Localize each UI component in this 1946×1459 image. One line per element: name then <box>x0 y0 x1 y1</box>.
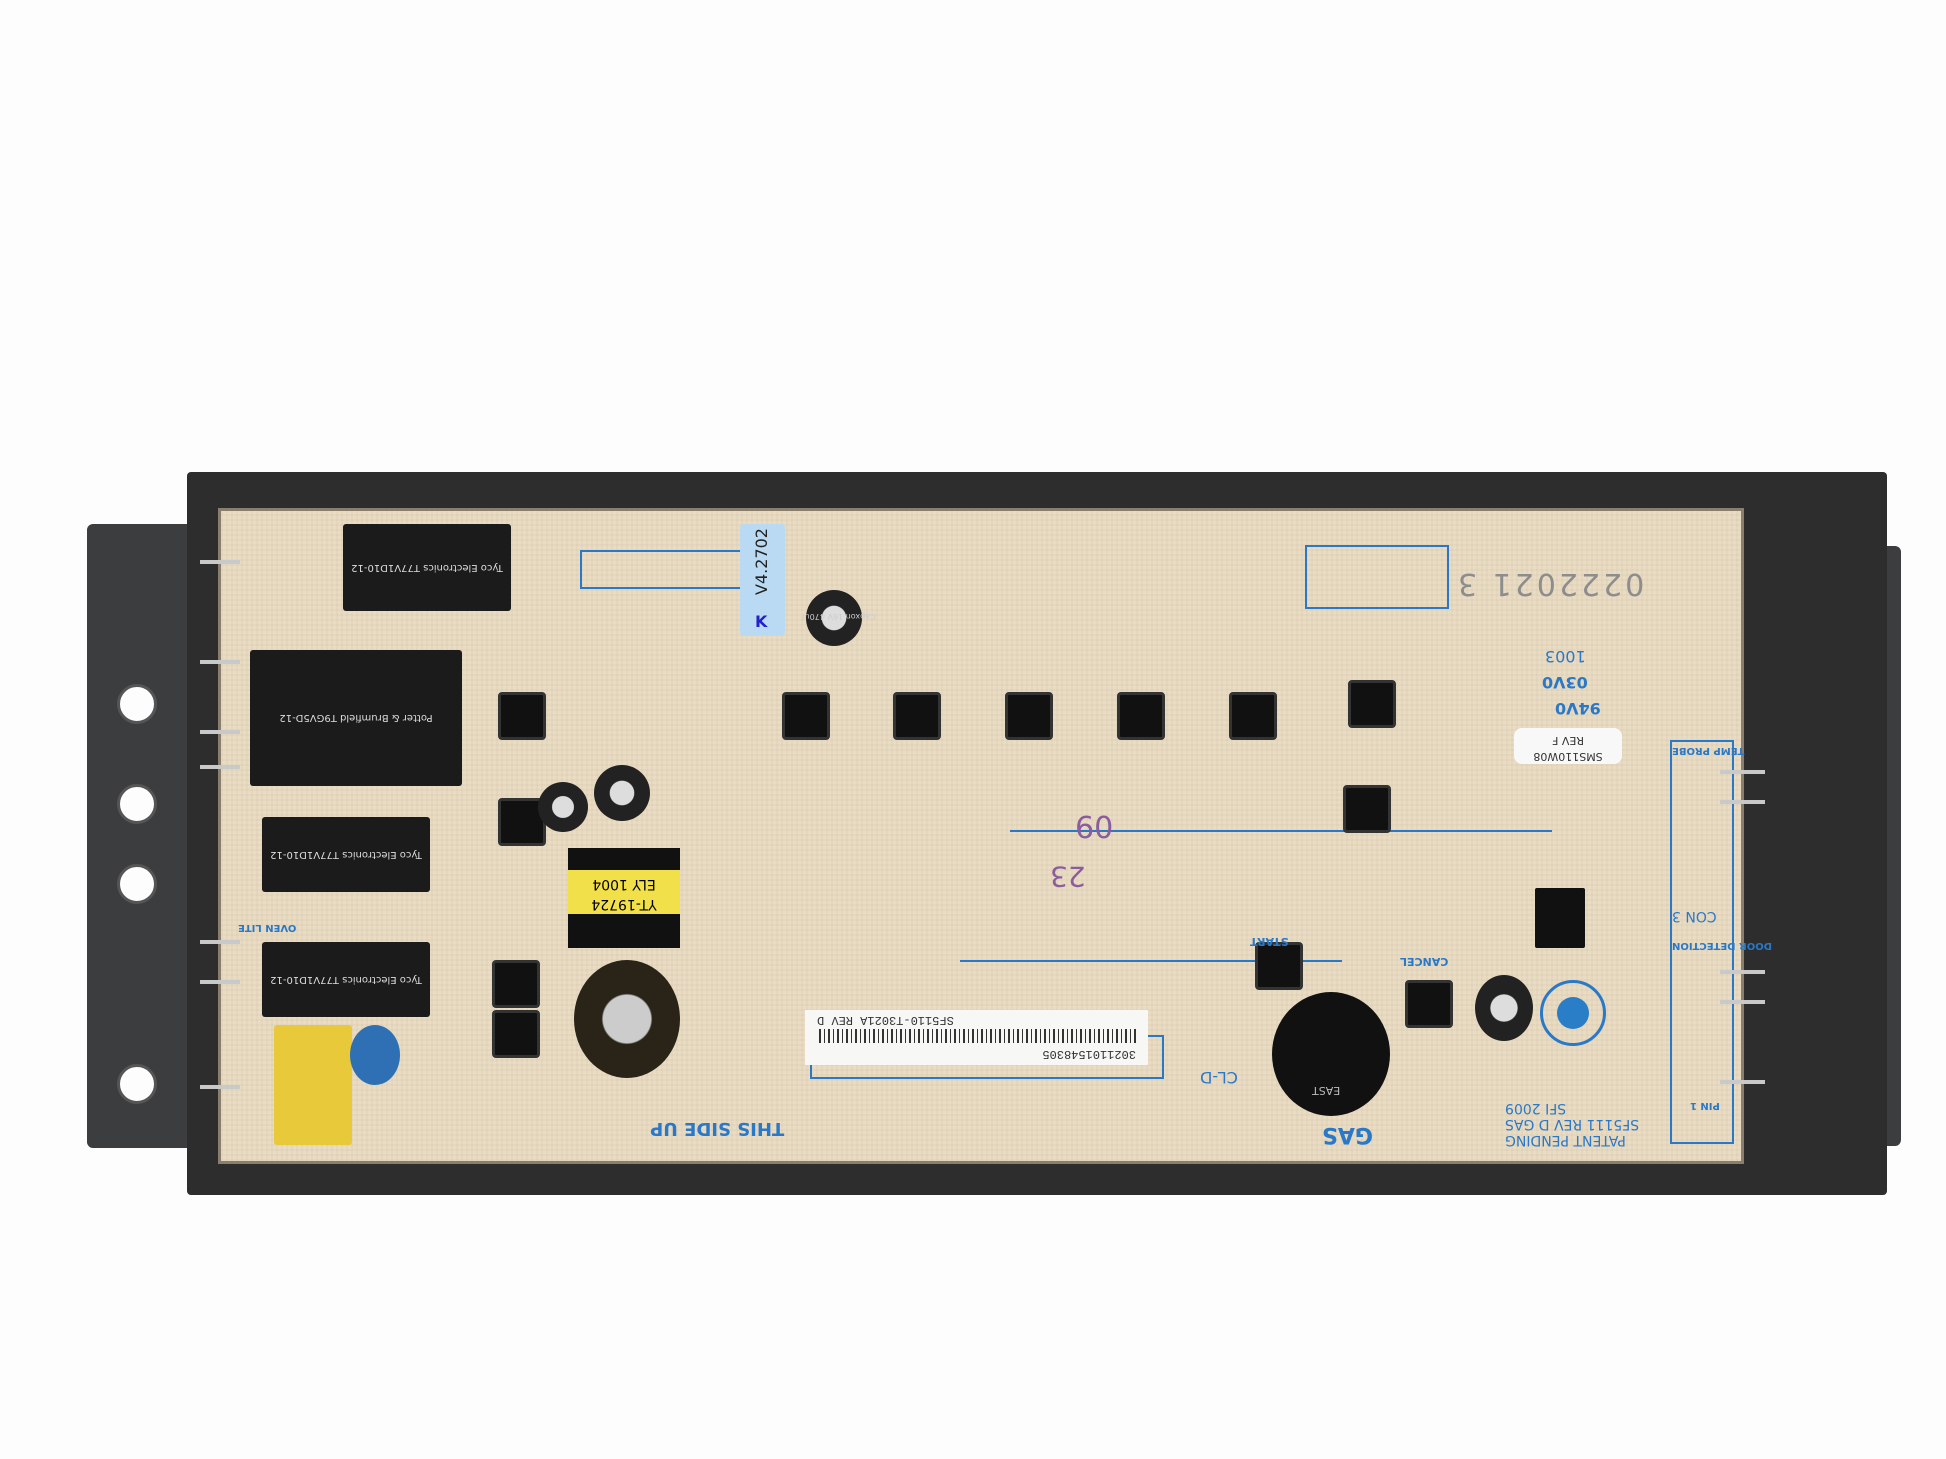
electrolytic-capacitor <box>594 765 650 821</box>
gas-text: GAS <box>1322 1122 1373 1147</box>
door-detection-text: DOOR DETECTION <box>1672 940 1773 951</box>
pin1-text: PIN 1 <box>1690 1100 1720 1111</box>
relay: Tyco Electronics T77V1D10-12 <box>262 942 430 1017</box>
tactile-switch <box>1117 692 1165 740</box>
tactile-switch <box>1229 692 1277 740</box>
cancel-text: CANCEL <box>1400 955 1449 968</box>
rating-1003: 1003 <box>1545 647 1586 666</box>
version-sticker: V4.2702 K <box>740 524 785 636</box>
large-capacitor <box>574 960 680 1078</box>
tactile-switch <box>492 1010 540 1058</box>
circuit-board <box>218 508 1744 1164</box>
tactile-switch <box>498 692 546 740</box>
this-side-up-text: THIS SIDE UP <box>650 1118 785 1139</box>
electrolytic-capacitor <box>1475 975 1533 1041</box>
ink-stamp: 09 <box>1075 808 1114 843</box>
rating-03v0: 03V0 <box>1542 673 1588 692</box>
electrolytic-capacitor <box>538 782 588 832</box>
blue-disc-capacitor <box>1540 980 1606 1046</box>
date-code: 0222021 3 <box>1455 566 1645 601</box>
tactile-switch <box>492 960 540 1008</box>
tactile-switch <box>1348 680 1396 728</box>
tactile-switch <box>1255 942 1303 990</box>
tactile-switch <box>782 692 830 740</box>
sticker-mark: K <box>755 612 768 631</box>
tactile-switch <box>1405 980 1453 1028</box>
rating-94v0: 94V0 <box>1555 699 1601 718</box>
relay: Tyco Electronics T77V1D10-12 <box>262 817 430 892</box>
tactile-switch <box>1343 785 1391 833</box>
con3-text: CON 3 <box>1672 908 1717 924</box>
relay: Tyco Electronics T77V1D10-12 <box>343 524 511 611</box>
tactile-switch <box>1005 692 1053 740</box>
x-capacitor <box>274 1025 352 1145</box>
capacitor-marking: Capxon 16V 470uF <box>800 612 876 621</box>
ic-chip <box>1535 888 1585 948</box>
buzzer: EAST <box>1272 992 1390 1116</box>
barcode-label: 3021101548305 SF5110-T3021A REV D <box>805 1010 1148 1065</box>
cl-d-text: CL-D <box>1200 1068 1238 1087</box>
relay-large: Potter & Brumfield T9GV5D-12 <box>250 650 462 786</box>
ink-stamp: 23 <box>1050 860 1086 893</box>
tactile-switch <box>893 692 941 740</box>
oven-lite-text: OVEN LITE <box>238 922 297 933</box>
start-text: START <box>1250 935 1289 948</box>
electrolytic-capacitor <box>806 590 862 646</box>
temp-probe-text: TEMP PROBE <box>1672 745 1745 756</box>
varistor <box>350 1025 400 1085</box>
